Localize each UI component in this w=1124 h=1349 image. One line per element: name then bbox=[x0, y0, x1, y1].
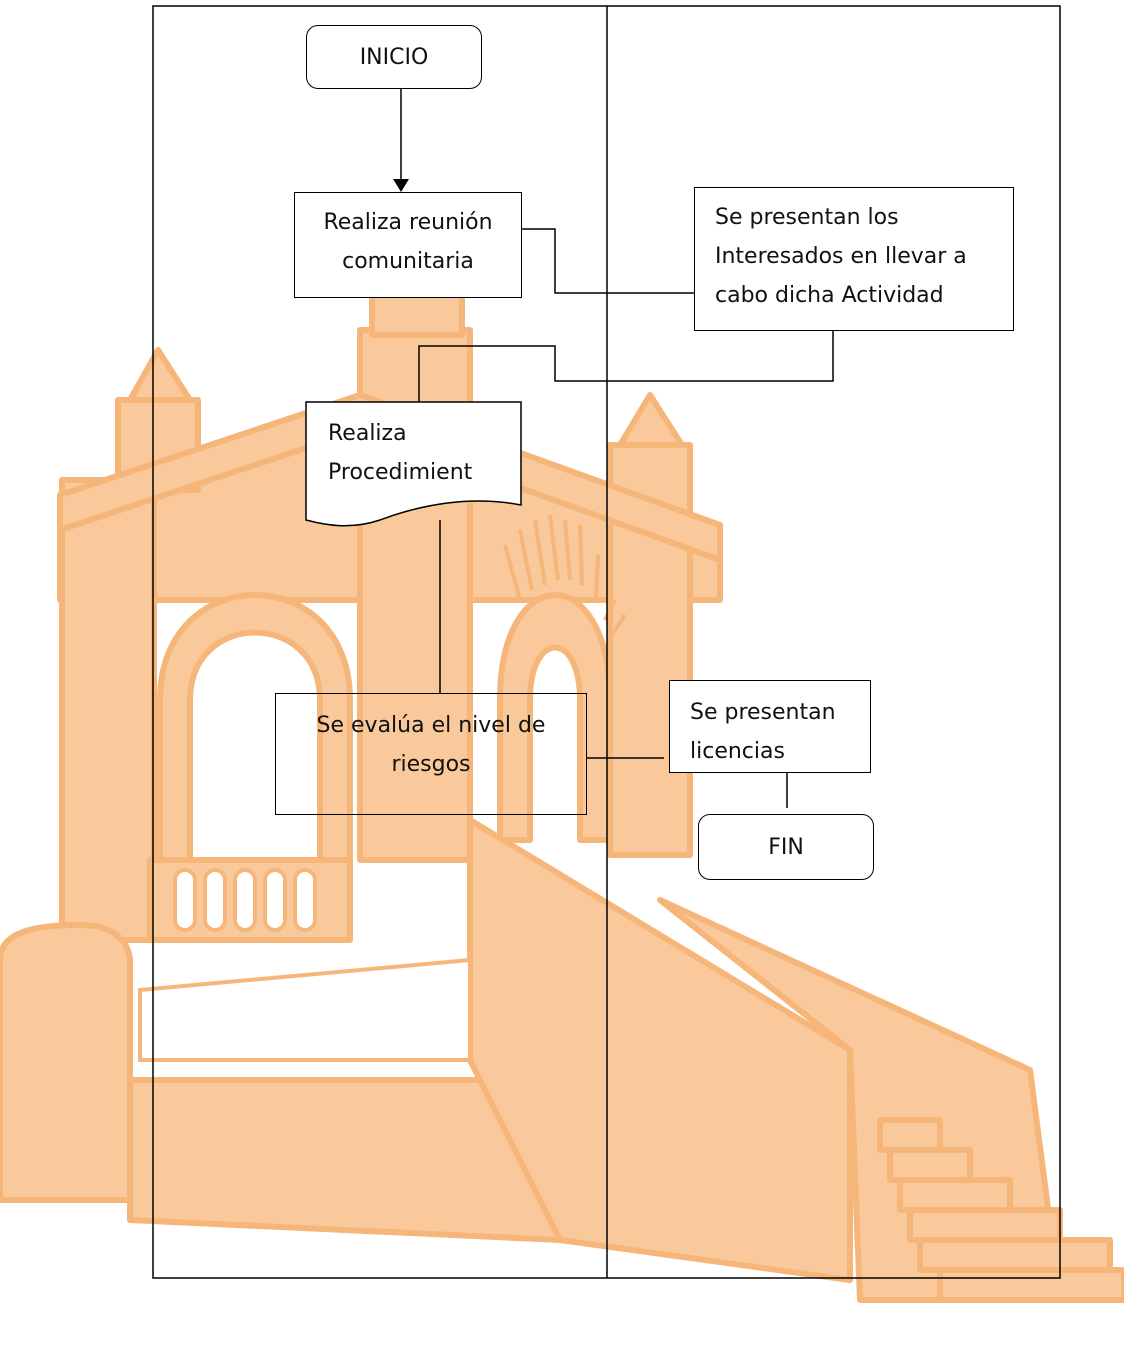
fin-node: FIN bbox=[698, 814, 874, 880]
presentan-interesados-node: Se presentan los Interesados en llevar a… bbox=[694, 187, 1014, 331]
evalua-riesgos-label: Se evalúa el nivel de riesgos bbox=[316, 713, 546, 777]
evalua-riesgos-node: Se evalúa el nivel de riesgos bbox=[275, 693, 587, 815]
procedimiento-node: Realiza Procedimient bbox=[306, 402, 521, 520]
document-shape bbox=[305, 401, 522, 527]
presentan-interesados-label: Se presentan los Interesados en llevar a… bbox=[715, 205, 967, 308]
presentan-licencias-label: Se presentan licencias bbox=[690, 700, 836, 764]
presentan-licencias-node: Se presentan licencias bbox=[669, 680, 871, 773]
reunion-node: Realiza reunión comunitaria bbox=[294, 192, 522, 298]
inicio-label: INICIO bbox=[359, 44, 429, 70]
connector-reunion-interesados bbox=[522, 228, 694, 294]
connector-interesados-procedimiento bbox=[418, 331, 834, 402]
fin-label: FIN bbox=[768, 834, 804, 860]
arrowhead-down-icon bbox=[393, 179, 409, 192]
inicio-node: INICIO bbox=[306, 25, 482, 89]
procedimiento-label: Realiza Procedimient bbox=[328, 421, 473, 485]
reunion-label: Realiza reunión comunitaria bbox=[323, 210, 493, 274]
